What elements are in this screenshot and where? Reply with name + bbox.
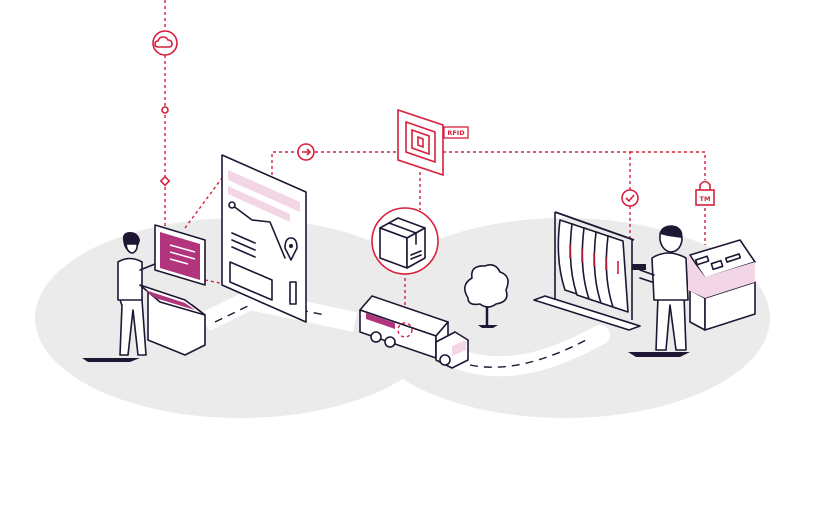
clothing-rack-icon	[533, 211, 641, 331]
worker-person-right	[628, 225, 690, 357]
network-lines	[164, 0, 706, 322]
location-pin-icon	[284, 237, 298, 261]
rfid-label: RFID	[447, 129, 465, 137]
operator-person-left	[82, 232, 161, 362]
route-map-panel	[221, 154, 307, 323]
package-box-icon	[371, 207, 439, 275]
rfid-chip-icon: RFID	[397, 108, 469, 177]
kiosk-terminal	[139, 224, 206, 356]
display-counter	[688, 239, 756, 331]
cloud-icon	[152, 30, 178, 56]
delivery-truck-icon	[359, 295, 469, 369]
road	[200, 290, 610, 377]
checkmark-circle-icon	[621, 189, 639, 207]
arrow-right-circle-icon	[297, 143, 315, 161]
rfid-tag: RFID	[443, 126, 469, 139]
trademark-label: TM	[700, 195, 711, 203]
padlock-icon: TM	[695, 180, 715, 206]
network-node	[159, 175, 171, 187]
tree-icon	[464, 264, 509, 328]
network-node	[161, 106, 169, 114]
